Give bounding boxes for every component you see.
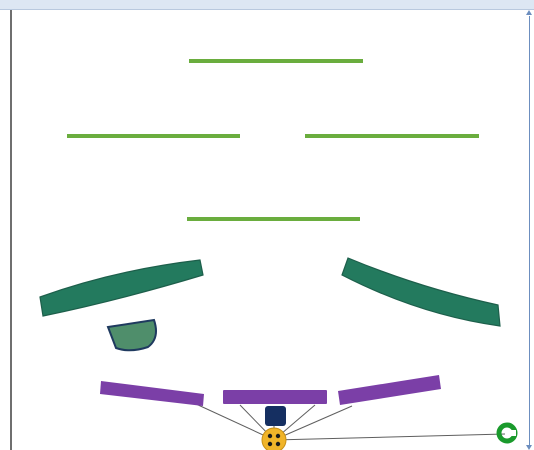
purple-paddle-right: [338, 375, 441, 405]
yellow-ball-icon[interactable]: [261, 427, 287, 450]
small-green-piece: [106, 318, 157, 352]
window-top-bar: [0, 0, 534, 10]
green-platform-top: [189, 59, 363, 63]
player-block: [265, 406, 286, 426]
scrollbar-track[interactable]: [529, 16, 530, 448]
purple-paddle-center: [223, 390, 327, 404]
teal-paddle-right: [341, 257, 501, 327]
green-platform-left: [67, 134, 240, 138]
canvas-left-border: [10, 10, 12, 450]
vertical-scrollbar[interactable]: [526, 10, 532, 450]
scroll-down-arrow-icon[interactable]: [526, 445, 532, 450]
tether-lines: [195, 403, 506, 441]
purple-paddle-left: [100, 381, 204, 406]
green-platform-right: [305, 134, 479, 138]
green-platform-middle: [187, 217, 360, 221]
scroll-up-arrow-icon[interactable]: [526, 10, 532, 15]
green-ring-icon[interactable]: [496, 422, 518, 444]
teal-paddle-left: [39, 259, 204, 317]
